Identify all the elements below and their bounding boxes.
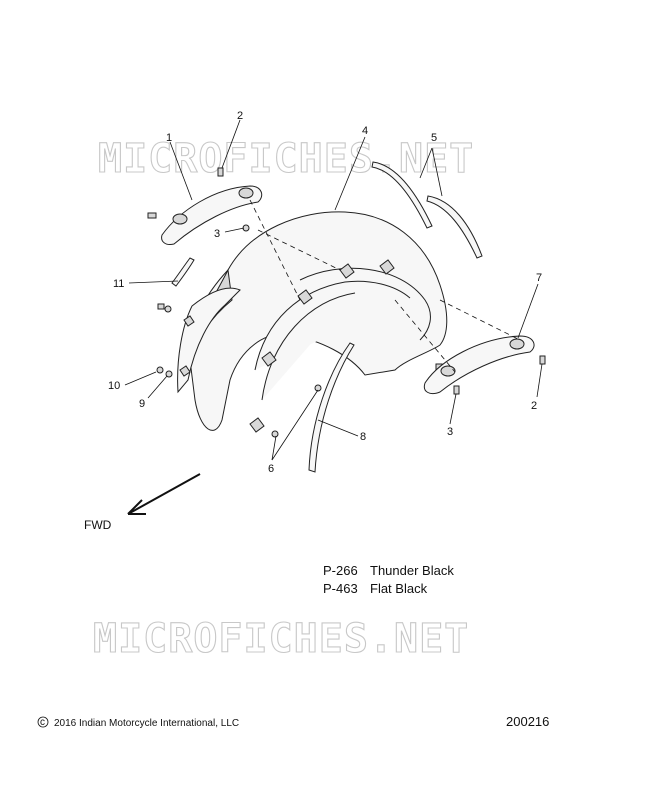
watermark-bottom: MICROFICHES.NET [93,616,469,662]
callout-2-right: 2 [531,400,537,412]
paint-name-1: Thunder Black [370,563,454,578]
callout-1: 1 [166,132,172,144]
callout-6: 6 [268,463,274,475]
rear-fender-part-4 [189,211,448,433]
callout-numbers: 1 2 3 4 5 7 11 10 9 6 8 2 3 [108,110,542,475]
footer: © c 2016 Indian Motorcycle International… [37,714,549,729]
callout-8: 8 [360,431,366,443]
leader-lines [124,119,543,461]
callout-3-top: 3 [214,228,220,240]
copyright-text: 2016 Indian Motorcycle International, LL… [54,718,239,729]
paint-name-2: Flat Black [370,581,428,596]
callout-3-right: 3 [447,426,453,438]
trim-piece-part-11 [171,257,195,287]
copyright-c-glyph: c [40,717,45,728]
callout-7: 7 [536,272,542,284]
document-number: 200216 [506,714,549,729]
fwd-label: FWD [84,518,112,532]
callout-2-top: 2 [237,110,243,122]
watermark-top: MICROFICHES.NET [98,136,474,182]
callout-5: 5 [431,132,437,144]
paint-code-list: P-266 Thunder Black P-463 Flat Black [323,563,454,596]
right-trim-part-7 [423,335,535,395]
left-fender-strut [177,287,241,394]
paint-code-1: P-266 [323,563,358,578]
paint-code-2: P-463 [323,581,358,596]
callout-11: 11 [113,278,124,290]
assembly-lines [249,199,521,373]
callout-10: 10 [108,380,120,392]
left-trim-part-1 [161,185,263,245]
callout-9: 9 [139,398,145,410]
callout-4: 4 [362,125,368,137]
edge-trim-part-8 [308,342,355,473]
edge-trim-part-5 [371,161,483,259]
forward-direction-arrow: FWD [84,473,201,532]
